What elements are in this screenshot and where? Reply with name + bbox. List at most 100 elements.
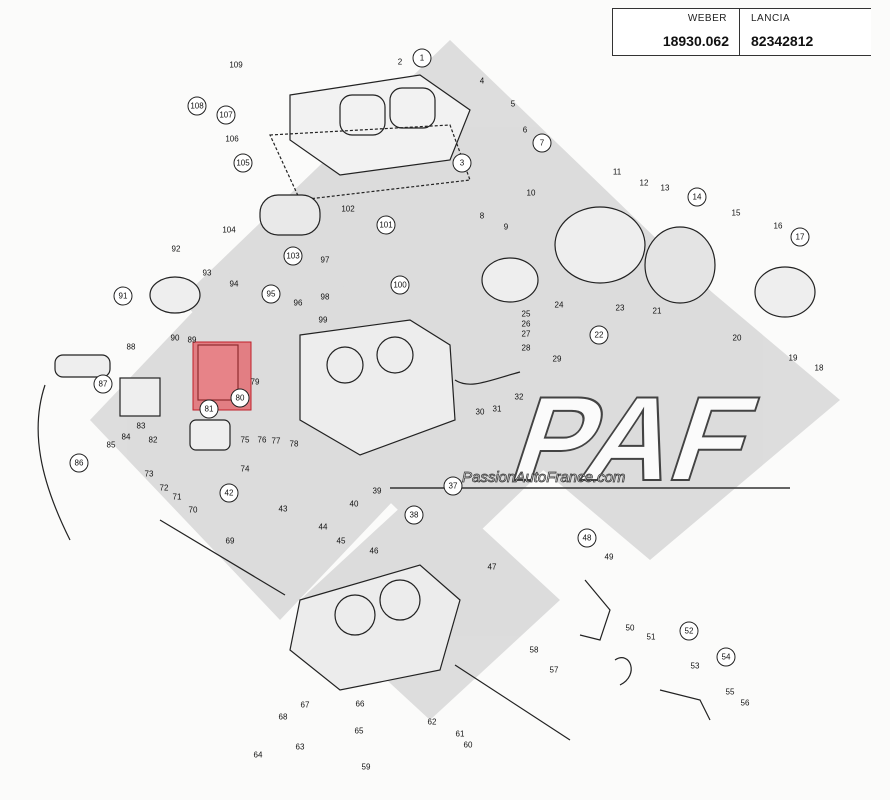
callout-label: 100	[393, 281, 407, 290]
callout-108: 108	[187, 96, 207, 116]
paf-logo-watermark: PAF	[496, 372, 772, 508]
part-label-60: 60	[464, 741, 473, 750]
throttle-bore-right	[379, 579, 421, 621]
pump-housing-part	[554, 206, 646, 284]
part-label-68: 68	[279, 713, 288, 722]
callout-42: 42	[219, 483, 239, 503]
callout-circle	[390, 275, 410, 295]
return-spring-part	[614, 657, 632, 686]
part-label-85: 85	[107, 441, 116, 450]
callout-label: 101	[379, 221, 393, 230]
paf-tagline: PassionAutoFrance.com	[462, 469, 625, 486]
part-label-10: 10	[527, 189, 536, 198]
callout-circle	[716, 647, 736, 667]
part-label-32: 32	[515, 393, 524, 402]
part-label-76: 76	[258, 436, 267, 445]
weber-column: WEBER 18930.062	[613, 9, 740, 55]
part-label-27: 27	[522, 330, 531, 339]
part-label-16: 16	[774, 222, 783, 231]
part-label-89: 89	[188, 336, 197, 345]
part-label-11: 11	[613, 168, 622, 177]
part-label-97: 97	[321, 256, 330, 265]
callout-14: 14	[687, 187, 707, 207]
idle-bracket-part	[119, 377, 161, 417]
part-label-70: 70	[189, 506, 198, 515]
part-label-13: 13	[661, 184, 670, 193]
callout-103: 103	[283, 246, 303, 266]
callout-101: 101	[376, 215, 396, 235]
callout-38: 38	[404, 505, 424, 525]
part-label-66: 66	[356, 700, 365, 709]
part-label-6: 6	[523, 126, 528, 135]
callout-label: 105	[236, 159, 250, 168]
callout-91: 91	[113, 286, 133, 306]
callout-circle	[230, 388, 250, 408]
part-label-71: 71	[173, 493, 182, 502]
callout-label: 52	[685, 627, 694, 636]
part-label-25: 25	[522, 310, 531, 319]
linkage-rod	[454, 371, 521, 385]
part-label-102: 102	[341, 205, 355, 214]
part-label-109: 109	[229, 61, 243, 70]
callout-circle	[577, 528, 597, 548]
part-label-78: 78	[290, 440, 299, 449]
callout-107: 107	[216, 105, 236, 125]
callout-95: 95	[261, 284, 281, 304]
part-label-53: 53	[691, 662, 700, 671]
part-label-4: 4	[480, 77, 485, 86]
part-label-79: 79	[251, 378, 260, 387]
callout-circle	[532, 133, 552, 153]
part-label-58: 58	[530, 646, 539, 655]
part-label-94: 94	[230, 280, 239, 289]
lancia-part-number: 82342812	[751, 33, 814, 49]
part-label-24: 24	[555, 301, 564, 310]
part-label-46: 46	[370, 547, 379, 556]
lancia-label: LANCIA	[751, 13, 791, 24]
part-label-21: 21	[653, 307, 662, 316]
part-label-30: 30	[476, 408, 485, 417]
callout-label: 80	[236, 394, 245, 403]
callout-circle	[233, 153, 253, 173]
top-cover-venturi-left	[339, 94, 386, 136]
part-label-8: 8	[480, 212, 485, 221]
callout-circle	[679, 621, 699, 641]
throttle-bore-left	[334, 594, 376, 636]
callout-label: 81	[205, 405, 214, 414]
part-label-44: 44	[319, 523, 328, 532]
callout-circle	[790, 227, 810, 247]
part-label-77: 77	[272, 437, 281, 446]
part-label-92: 92	[172, 245, 181, 254]
part-label-45: 45	[337, 537, 346, 546]
callout-label: 95	[267, 290, 276, 299]
callout-label: 48	[583, 534, 592, 543]
diagram-parts	[37, 74, 816, 741]
callout-105: 105	[233, 153, 253, 173]
part-label-93: 93	[203, 269, 212, 278]
part-label-106: 106	[225, 135, 239, 144]
weber-label: WEBER	[687, 13, 727, 24]
callout-circle	[687, 187, 707, 207]
callout-circle	[283, 246, 303, 266]
part-label-82: 82	[149, 436, 158, 445]
callout-label: 91	[119, 292, 128, 301]
choke-housing-part	[149, 276, 201, 314]
part-label-72: 72	[160, 484, 169, 493]
choke-cable	[37, 384, 71, 541]
gasket-part	[269, 124, 471, 201]
part-label-98: 98	[321, 293, 330, 302]
part-label-73: 73	[145, 470, 154, 479]
part-label-84: 84	[122, 433, 131, 442]
part-number-table: WEBER 18930.062 LANCIA 82342812	[612, 8, 871, 56]
part-label-23: 23	[616, 304, 625, 313]
callout-54: 54	[716, 647, 736, 667]
part-label-43: 43	[279, 505, 288, 514]
callout-label: 14	[693, 193, 702, 202]
callout-circle	[589, 325, 609, 345]
callout-label: 87	[99, 380, 108, 389]
main-body-bore-left	[326, 346, 364, 384]
part-label-29: 29	[553, 355, 562, 364]
callout-circle	[452, 153, 472, 173]
callout-circle	[93, 374, 113, 394]
callout-17: 17	[790, 227, 810, 247]
